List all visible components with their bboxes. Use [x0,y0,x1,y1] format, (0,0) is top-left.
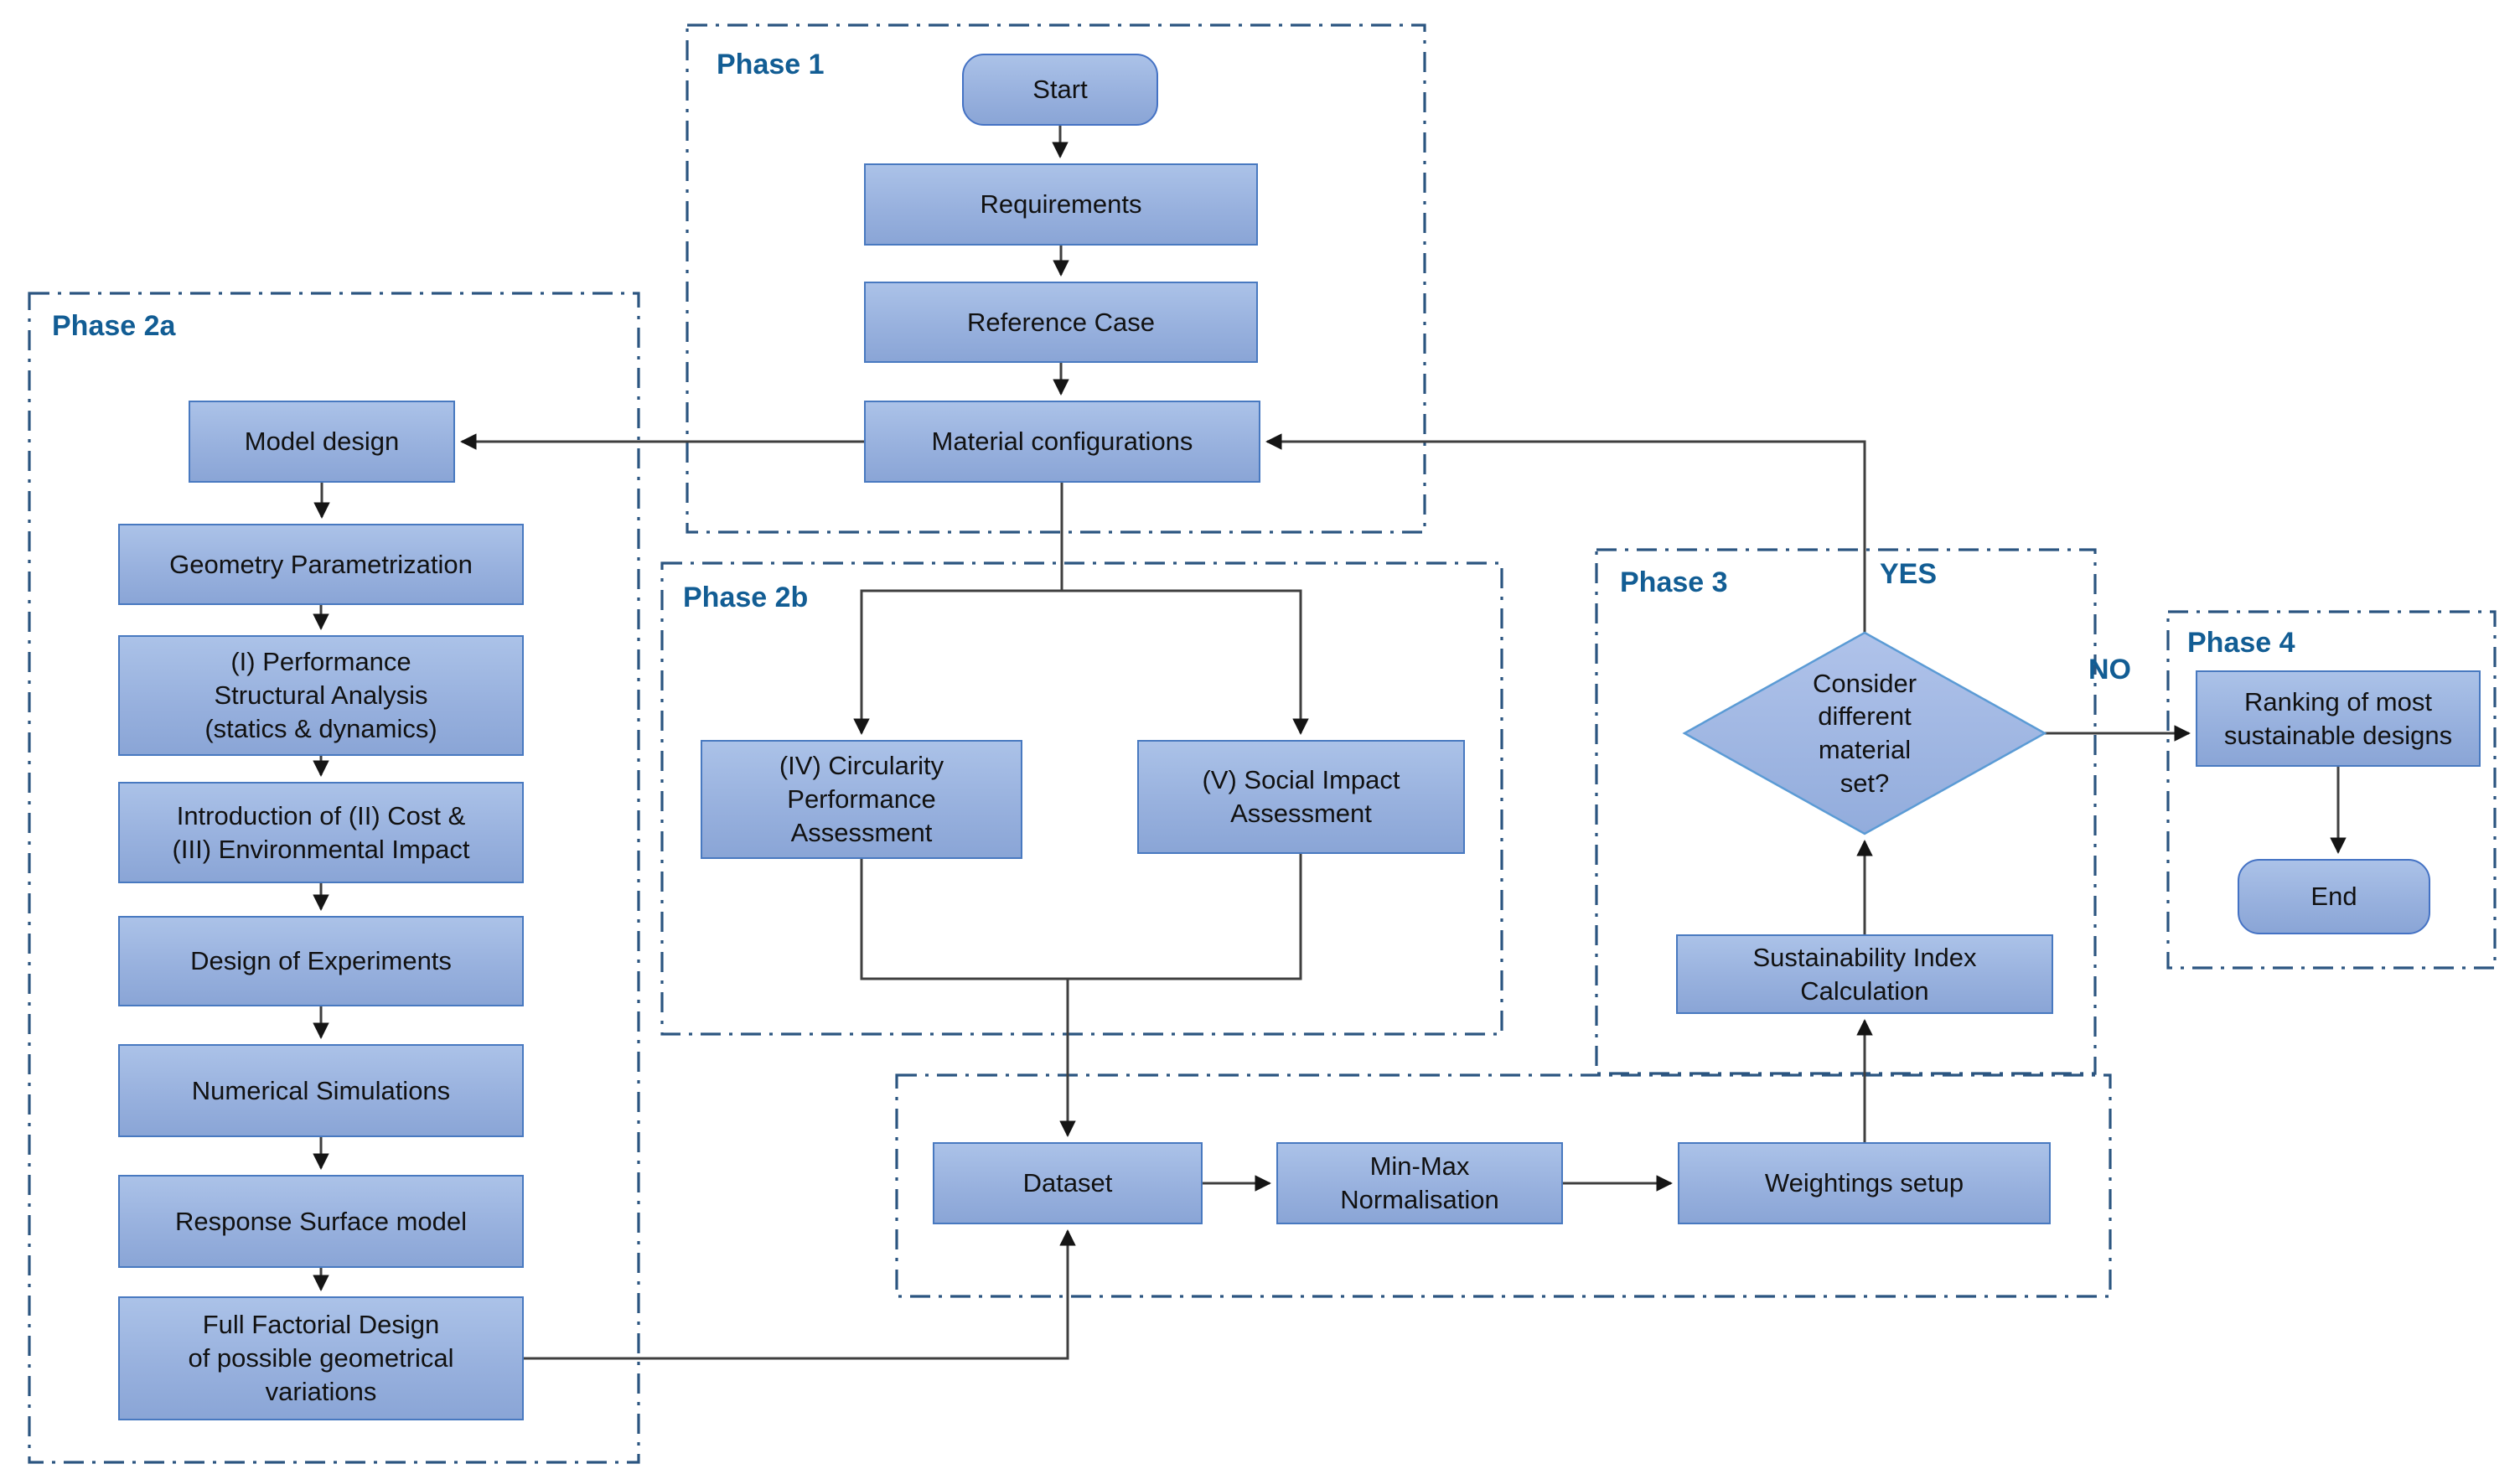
phase2b-boundary [660,561,1503,1036]
node-geometry-parametrization: Geometry Parametrization [118,524,524,605]
node-model-design-label: Model design [244,427,400,457]
node-material-configurations: Material configurations [864,401,1260,483]
phase1-label: Phase 1 [717,49,825,80]
node-design-of-experiments: Design of Experiments [118,916,524,1006]
node-ranking-designs-label: Ranking of most sustainable designs [2223,686,2453,750]
node-end: End [2238,859,2430,934]
node-geometry-parametrization-label: Geometry Parametrization [169,549,473,579]
node-dataset-label: Dataset [1022,1168,1113,1198]
node-weightings-setup: Weightings setup [1678,1142,2051,1224]
node-decision-text: Consider different material set? [1752,655,1978,811]
phase4-label: Phase 4 [2187,627,2295,659]
node-social-impact-assessment-label: (V) Social Impact Assessment [1202,765,1400,828]
node-performance-structural-analysis: (I) Performance Structural Analysis (sta… [118,635,524,756]
node-design-of-experiments-label: Design of Experiments [190,946,452,976]
arrow-material-to-circularity [853,483,1063,735]
node-cost-environmental-impact-label: Introduction of (II) Cost & (III) Enviro… [172,800,470,864]
node-sustainability-index-calculation: Sustainability Index Calculation [1676,934,2053,1014]
node-full-factorial-design: Full Factorial Design of possible geomet… [118,1296,524,1420]
node-start: Start [962,54,1158,126]
phase3-lower-boundary [895,1073,2112,1298]
line-circularity-merge [860,859,1068,980]
phase3-label: Phase 3 [1620,566,1728,598]
node-performance-structural-analysis-label: (I) Performance Structural Analysis (sta… [204,647,437,743]
node-cost-environmental-impact: Introduction of (II) Cost & (III) Enviro… [118,782,524,883]
node-dataset: Dataset [933,1142,1203,1224]
node-decision-text-label: Consider different material set? [1812,668,1917,798]
node-material-configurations-label: Material configurations [931,427,1193,457]
phase1-boundary [686,23,1426,534]
decision-diamond-shape [1682,631,2047,835]
node-social-impact-assessment: (V) Social Impact Assessment [1137,740,1465,854]
node-numerical-simulations: Numerical Simulations [118,1044,524,1137]
node-start-label: Start [1032,75,1088,105]
arrow-yes-feedback-to-material [1265,433,1866,633]
node-minmax-normalisation-label: Min-Max Normalisation [1340,1151,1499,1214]
arrow-material-to-social [1062,589,1309,735]
node-response-surface-model: Response Surface model [118,1175,524,1268]
node-reference-case: Reference Case [864,282,1258,363]
node-response-surface-model-label: Response Surface model [174,1206,468,1236]
node-weightings-setup-label: Weightings setup [1764,1168,1964,1198]
node-end-label: End [2310,882,2357,912]
node-numerical-simulations-label: Numerical Simulations [191,1075,451,1105]
node-full-factorial-design-label: Full Factorial Design of possible geomet… [188,1310,454,1406]
phase2a-label: Phase 2a [52,310,176,342]
phase3-upper-boundary [1595,548,2097,1075]
phase2a-boundary [28,292,640,1464]
node-reference-case-label: Reference Case [966,307,1155,337]
node-requirements-label: Requirements [980,189,1142,220]
node-circularity-assessment-label: (IV) Circularity Performance Assessment [779,751,944,847]
line-social-merge [1068,854,1302,980]
branch-yes-label: YES [1880,558,1938,590]
node-sustainability-index-calculation-label: Sustainability Index Calculation [1752,942,1977,1006]
node-ranking-designs: Ranking of most sustainable designs [2196,670,2481,767]
arrow-fullfact-to-dataset [524,1229,1076,1360]
branch-no-label: NO [2088,654,2131,685]
node-requirements: Requirements [864,163,1258,246]
phase4-boundary [2166,610,2497,970]
node-model-design: Model design [189,401,455,483]
phase2b-label: Phase 2b [683,582,809,613]
node-circularity-assessment: (IV) Circularity Performance Assessment [701,740,1022,859]
node-minmax-normalisation: Min-Max Normalisation [1276,1142,1563,1224]
